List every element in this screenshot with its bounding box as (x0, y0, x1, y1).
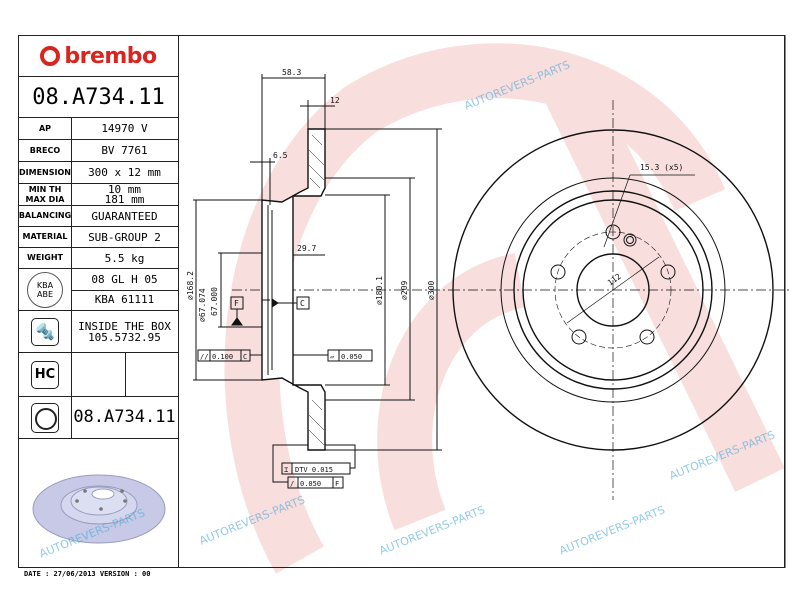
dim-67-074: ⌀67.074 (198, 288, 207, 322)
kba-icon: KBA ABE (27, 271, 63, 308)
disc-ref-row: 08.A734.11 (19, 397, 178, 439)
tol-flatness: 0.050 (341, 353, 362, 361)
part-number-row: 08.A734.11 (19, 77, 178, 118)
svg-text://: // (200, 353, 208, 361)
date-version: DATE : 27/06/2013 VERSION : 00 (24, 570, 151, 578)
disc-ref-number: 08.A734.11 (73, 407, 176, 427)
svg-text:▱: ▱ (330, 353, 335, 361)
dim-180-1: ⌀180.1 (375, 276, 384, 305)
tol-parallel-ref: C (243, 353, 247, 361)
hc-row: HC (19, 353, 178, 397)
brand-row: brembo (19, 36, 178, 77)
hc-icon: HC (31, 360, 59, 389)
dim-29-7: 29.7 (297, 244, 316, 253)
disc-section (261, 128, 326, 451)
datum-f: F (234, 299, 239, 308)
tol-runout-ref: F (335, 480, 339, 488)
brembo-watermark (224, 43, 785, 574)
tol-parallel: 0.100 (212, 353, 233, 361)
svg-text:/: / (290, 480, 294, 488)
dim-6-5: 6.5 (273, 151, 288, 160)
disc-image (19, 439, 178, 567)
dim-168-2: ⌀168.2 (186, 271, 195, 300)
disc-wear-icon (31, 402, 59, 433)
tol-runout: 0.050 (300, 480, 321, 488)
dim-67-000: 67.000 (210, 287, 219, 316)
brembo-logo-icon (40, 46, 61, 66)
dim-209: ⌀209 (400, 281, 409, 300)
screw-icon: 🔩 (31, 317, 59, 346)
bolt-hole-label: 15.3 (x5) (640, 163, 683, 172)
datum-c: C (300, 299, 305, 308)
dim-300: ⌀300 (427, 281, 436, 300)
tol-dtv: DTV 0.015 (295, 466, 333, 474)
dim-12: 12 (330, 96, 340, 105)
part-number: 08.A734.11 (32, 84, 165, 110)
brembo-logo: brembo (19, 36, 178, 76)
dim-58-3: 58.3 (282, 68, 301, 77)
svg-text:⌶: ⌶ (284, 466, 288, 474)
